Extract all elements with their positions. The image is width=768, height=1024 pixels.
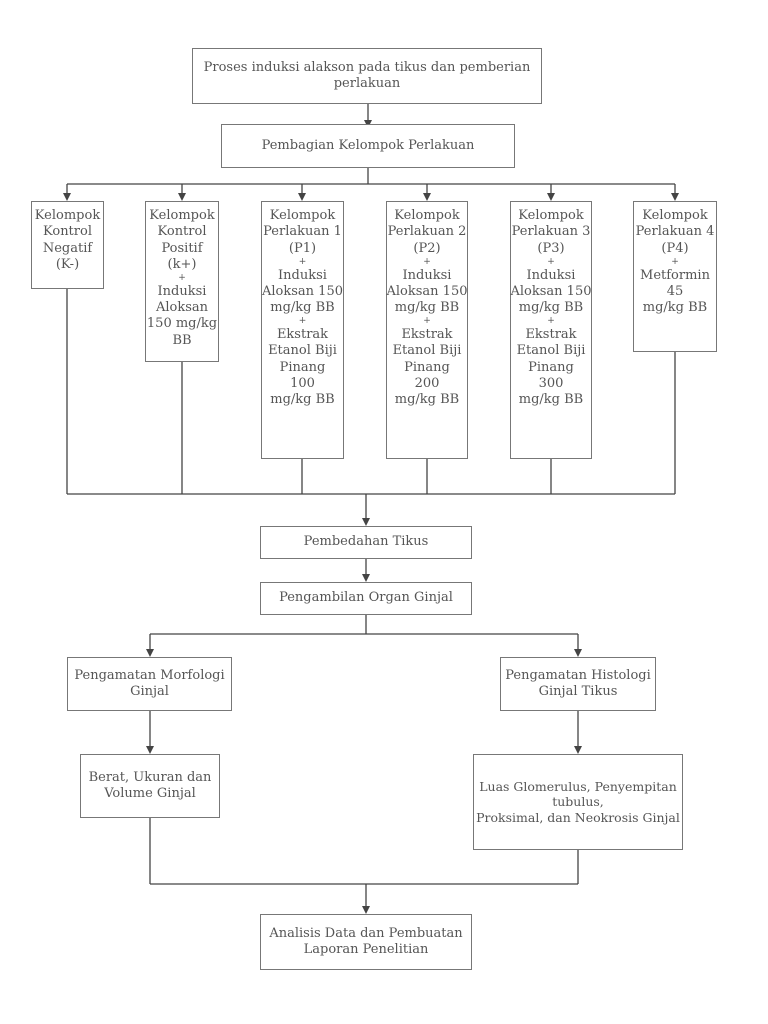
induction-line-2: perlakuan xyxy=(333,76,401,91)
p4-line-7: mg/kg BB xyxy=(642,300,708,316)
histo-result-line-2: tubulus, xyxy=(552,794,604,810)
p1-plus-1: + xyxy=(298,256,307,267)
kp-line-6: Induksi xyxy=(157,283,207,299)
organ-box: Pengambilan Organ Ginjal xyxy=(260,582,472,615)
p4-line-2: Perlakuan 4 xyxy=(635,224,715,240)
p1-line-7: mg/kg BB xyxy=(270,300,335,316)
p1-line-13: mg/kg BB xyxy=(270,392,335,408)
kp-line-1: Kelompok xyxy=(149,208,215,223)
p3-plus-1: + xyxy=(547,256,555,267)
histology-result-box: Luas Glomerulus, Penyempitan tubulus, Pr… xyxy=(473,754,683,850)
morphology-line-1: Pengamatan Morfologi xyxy=(74,667,225,683)
p3-line-1: Kelompok xyxy=(518,208,584,223)
p1-line-5: Induksi xyxy=(278,267,327,283)
p2-line-12: 200 xyxy=(414,375,440,391)
organ-label: Pengambilan Organ Ginjal xyxy=(279,590,453,606)
p2-line-2: Perlakuan 2 xyxy=(387,224,467,240)
p2-line-9: Ekstrak xyxy=(401,327,453,343)
p2-line-5: Induksi xyxy=(402,267,452,283)
morphology-result-box: Berat, Ukuran dan Volume Ginjal xyxy=(80,754,220,818)
p3-line-7: mg/kg BB xyxy=(518,300,584,316)
p1-line-1: Kelompok xyxy=(269,208,336,223)
p1-plus-2: + xyxy=(298,316,307,327)
p1-line-6: Aloksan 150 xyxy=(262,283,343,299)
p2-line-11: Pinang xyxy=(404,359,450,375)
p4-line-3: (P4) xyxy=(661,240,689,256)
p2-line-7: mg/kg BB xyxy=(394,300,460,316)
morphology-box: Pengamatan Morfologi Ginjal xyxy=(67,657,232,711)
group-perlakuan-2: Kelompok Perlakuan 2 (P2) + Induksi Alok… xyxy=(386,201,468,459)
p4-plus: + xyxy=(671,256,679,267)
kp-line-3: Positif xyxy=(161,240,203,256)
p2-line-10: Etanol Biji xyxy=(392,343,462,359)
kn-line-4: (K-) xyxy=(55,256,80,272)
induction-box: Proses induksi alakson pada tikus dan pe… xyxy=(192,48,542,104)
p3-line-3: (P3) xyxy=(537,240,565,256)
grouping-box: Pembagian Kelompok Perlakuan xyxy=(221,124,515,168)
kp-plus: + xyxy=(178,273,186,283)
p1-line-9: Ekstrak xyxy=(276,327,329,343)
morph-result-line-1: Berat, Ukuran dan xyxy=(88,769,212,785)
group-perlakuan-3: Kelompok Perlakuan 3 (P3) + Induksi Alok… xyxy=(510,201,592,459)
surgery-label: Pembedahan Tikus xyxy=(303,534,429,550)
p3-line-2: Perlakuan 3 xyxy=(511,224,591,240)
p4-line-6: 45 xyxy=(666,283,684,299)
p1-line-2: Perlakuan 1 xyxy=(263,224,342,240)
p1-line-10: Etanol Biji xyxy=(268,343,337,359)
histo-result-line-3: Proksimal, dan Neokrosis Ginjal xyxy=(476,809,680,825)
p4-line-5: Metformin xyxy=(640,267,710,283)
p1-line-11: Pinang xyxy=(279,359,326,375)
group-kontrol-negatif: Kelompok Kontrol Negatif (K-) xyxy=(31,201,104,289)
kp-line-2: Kontrol xyxy=(157,224,207,240)
grouping-label: Pembagian Kelompok Perlakuan xyxy=(261,137,475,153)
p3-line-5: Induksi xyxy=(526,267,576,283)
kp-line-4: (k+) xyxy=(167,256,197,272)
analysis-line-1: Analisis Data dan Pembuatan xyxy=(269,925,463,941)
p2-line-1: Kelompok xyxy=(394,208,460,223)
kn-line-3: Negatif xyxy=(42,240,93,256)
kn-line-1: Kelompok xyxy=(34,208,101,223)
morphology-line-2: Ginjal xyxy=(130,684,169,699)
analysis-line-2: Laporan Penelitian xyxy=(303,942,429,957)
morph-result-line-2: Volume Ginjal xyxy=(104,786,196,801)
p2-line-3: (P2) xyxy=(413,240,441,256)
histo-result-line-1: Luas Glomerulus, Penyempitan xyxy=(479,778,677,794)
group-perlakuan-4: Kelompok Perlakuan 4 (P4) + Metformin 45… xyxy=(633,201,717,352)
p1-line-12: 100 xyxy=(290,375,315,391)
histology-box: Pengamatan Histologi Ginjal Tikus xyxy=(500,657,656,711)
p2-line-6: Aloksan 150 xyxy=(386,283,468,299)
p4-line-1: Kelompok xyxy=(642,208,708,223)
p3-line-10: Etanol Biji xyxy=(516,343,586,359)
group-kontrol-positif: Kelompok Kontrol Positif (k+) + Induksi … xyxy=(145,201,219,362)
p3-plus-2: + xyxy=(547,316,555,327)
p3-line-6: Aloksan 150 xyxy=(510,283,592,299)
group-perlakuan-1: Kelompok Perlakuan 1 (P1) + Induksi Alok… xyxy=(261,201,344,459)
p2-line-13: mg/kg BB xyxy=(394,392,460,408)
kp-line-8: 150 mg/kg xyxy=(146,316,218,332)
p1-line-3: (P1) xyxy=(288,240,317,256)
p3-line-12: 300 xyxy=(538,375,564,391)
histology-line-1: Pengamatan Histologi xyxy=(505,667,651,683)
p2-plus-2: + xyxy=(423,316,431,327)
kp-line-7: Aloksan xyxy=(155,300,209,316)
p3-line-11: Pinang xyxy=(528,359,574,375)
induction-line-1: Proses induksi alakson pada tikus dan pe… xyxy=(203,59,531,75)
histology-line-2: Ginjal Tikus xyxy=(538,684,618,699)
p3-line-9: Ekstrak xyxy=(525,327,577,343)
kp-line-9: BB xyxy=(172,332,192,348)
kn-line-2: Kontrol xyxy=(43,224,92,240)
analysis-box: Analisis Data dan Pembuatan Laporan Pene… xyxy=(260,914,472,970)
surgery-box: Pembedahan Tikus xyxy=(260,526,472,559)
p3-line-13: mg/kg BB xyxy=(518,392,584,408)
p2-plus-1: + xyxy=(423,256,431,267)
